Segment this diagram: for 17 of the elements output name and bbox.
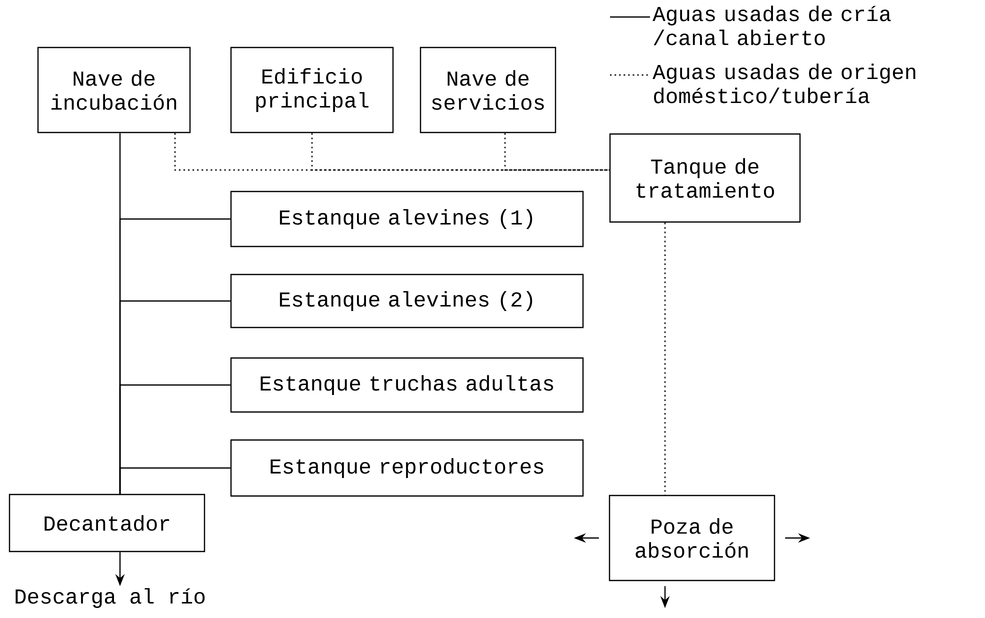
legend-text: Aguas usadas de cría /canal abierto: [652, 6, 891, 46]
process-box: Poza de absorción: [608, 494, 776, 582]
process-box: Estanque alevines (1): [230, 190, 584, 248]
connector: [504, 133, 610, 171]
process-box: Nave de servicios: [420, 46, 556, 134]
legend-text: Aguas usadas de origen doméstico/tubería: [652, 64, 916, 104]
connector: [119, 467, 230, 494]
process-box: Decantador: [8, 494, 206, 552]
process-box: Tanque de tratamiento: [609, 133, 801, 223]
connector: [664, 222, 666, 495]
node-text: Descarga al río: [16, 588, 205, 608]
process-box: Edificio principal: [230, 46, 394, 134]
process-box: Estanque alevines (2): [230, 274, 584, 328]
connector: [311, 133, 610, 171]
process-box: Estanque reproductores: [230, 439, 584, 497]
process-box: Estanque truchas adultas: [230, 357, 584, 413]
process-box: Nave de incubación: [37, 46, 191, 134]
